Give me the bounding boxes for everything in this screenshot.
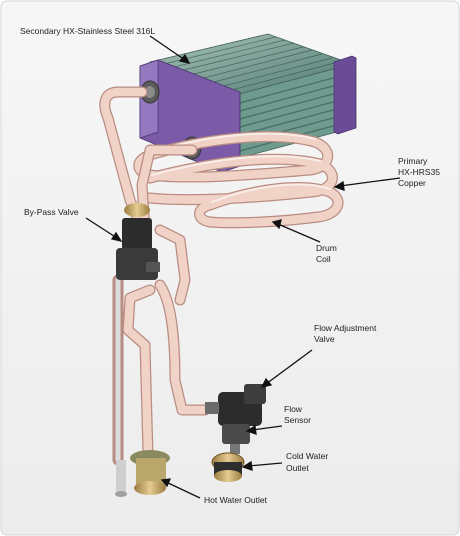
flow-adjustment-valve xyxy=(205,384,266,426)
label-cold-water-line1: Cold Water xyxy=(286,451,328,461)
label-hot-water-outlet: Hot Water Outlet xyxy=(204,495,268,505)
copper-piping xyxy=(99,86,211,466)
hot-water-outlet-fitting xyxy=(115,450,170,497)
label-flow-adjustment-line2: Valve xyxy=(314,334,335,344)
leader-arrows xyxy=(85,35,401,499)
label-primary-line1: Primary xyxy=(398,156,428,166)
bypass-valve xyxy=(116,203,160,280)
label-primary-line2: HX-HRS35 xyxy=(398,167,440,177)
label-flow-adjustment-line1: Flow Adjustment xyxy=(314,323,377,333)
label-flow-sensor-line2: Sensor xyxy=(284,415,311,425)
label-flow-sensor-line1: Flow xyxy=(284,404,303,414)
label-cold-water-line2: Outlet xyxy=(286,463,309,473)
label-drum-line2: Coil xyxy=(316,254,331,264)
flow-sensor xyxy=(222,424,250,454)
label-primary-line3: Copper xyxy=(398,178,426,188)
cold-water-outlet-fitting xyxy=(211,452,245,482)
label-bypass-valve: By-Pass Valve xyxy=(24,207,79,217)
label-secondary-hx: Secondary HX-Stainless Steel 316L xyxy=(20,26,155,36)
label-drum-line1: Drum xyxy=(316,243,337,253)
